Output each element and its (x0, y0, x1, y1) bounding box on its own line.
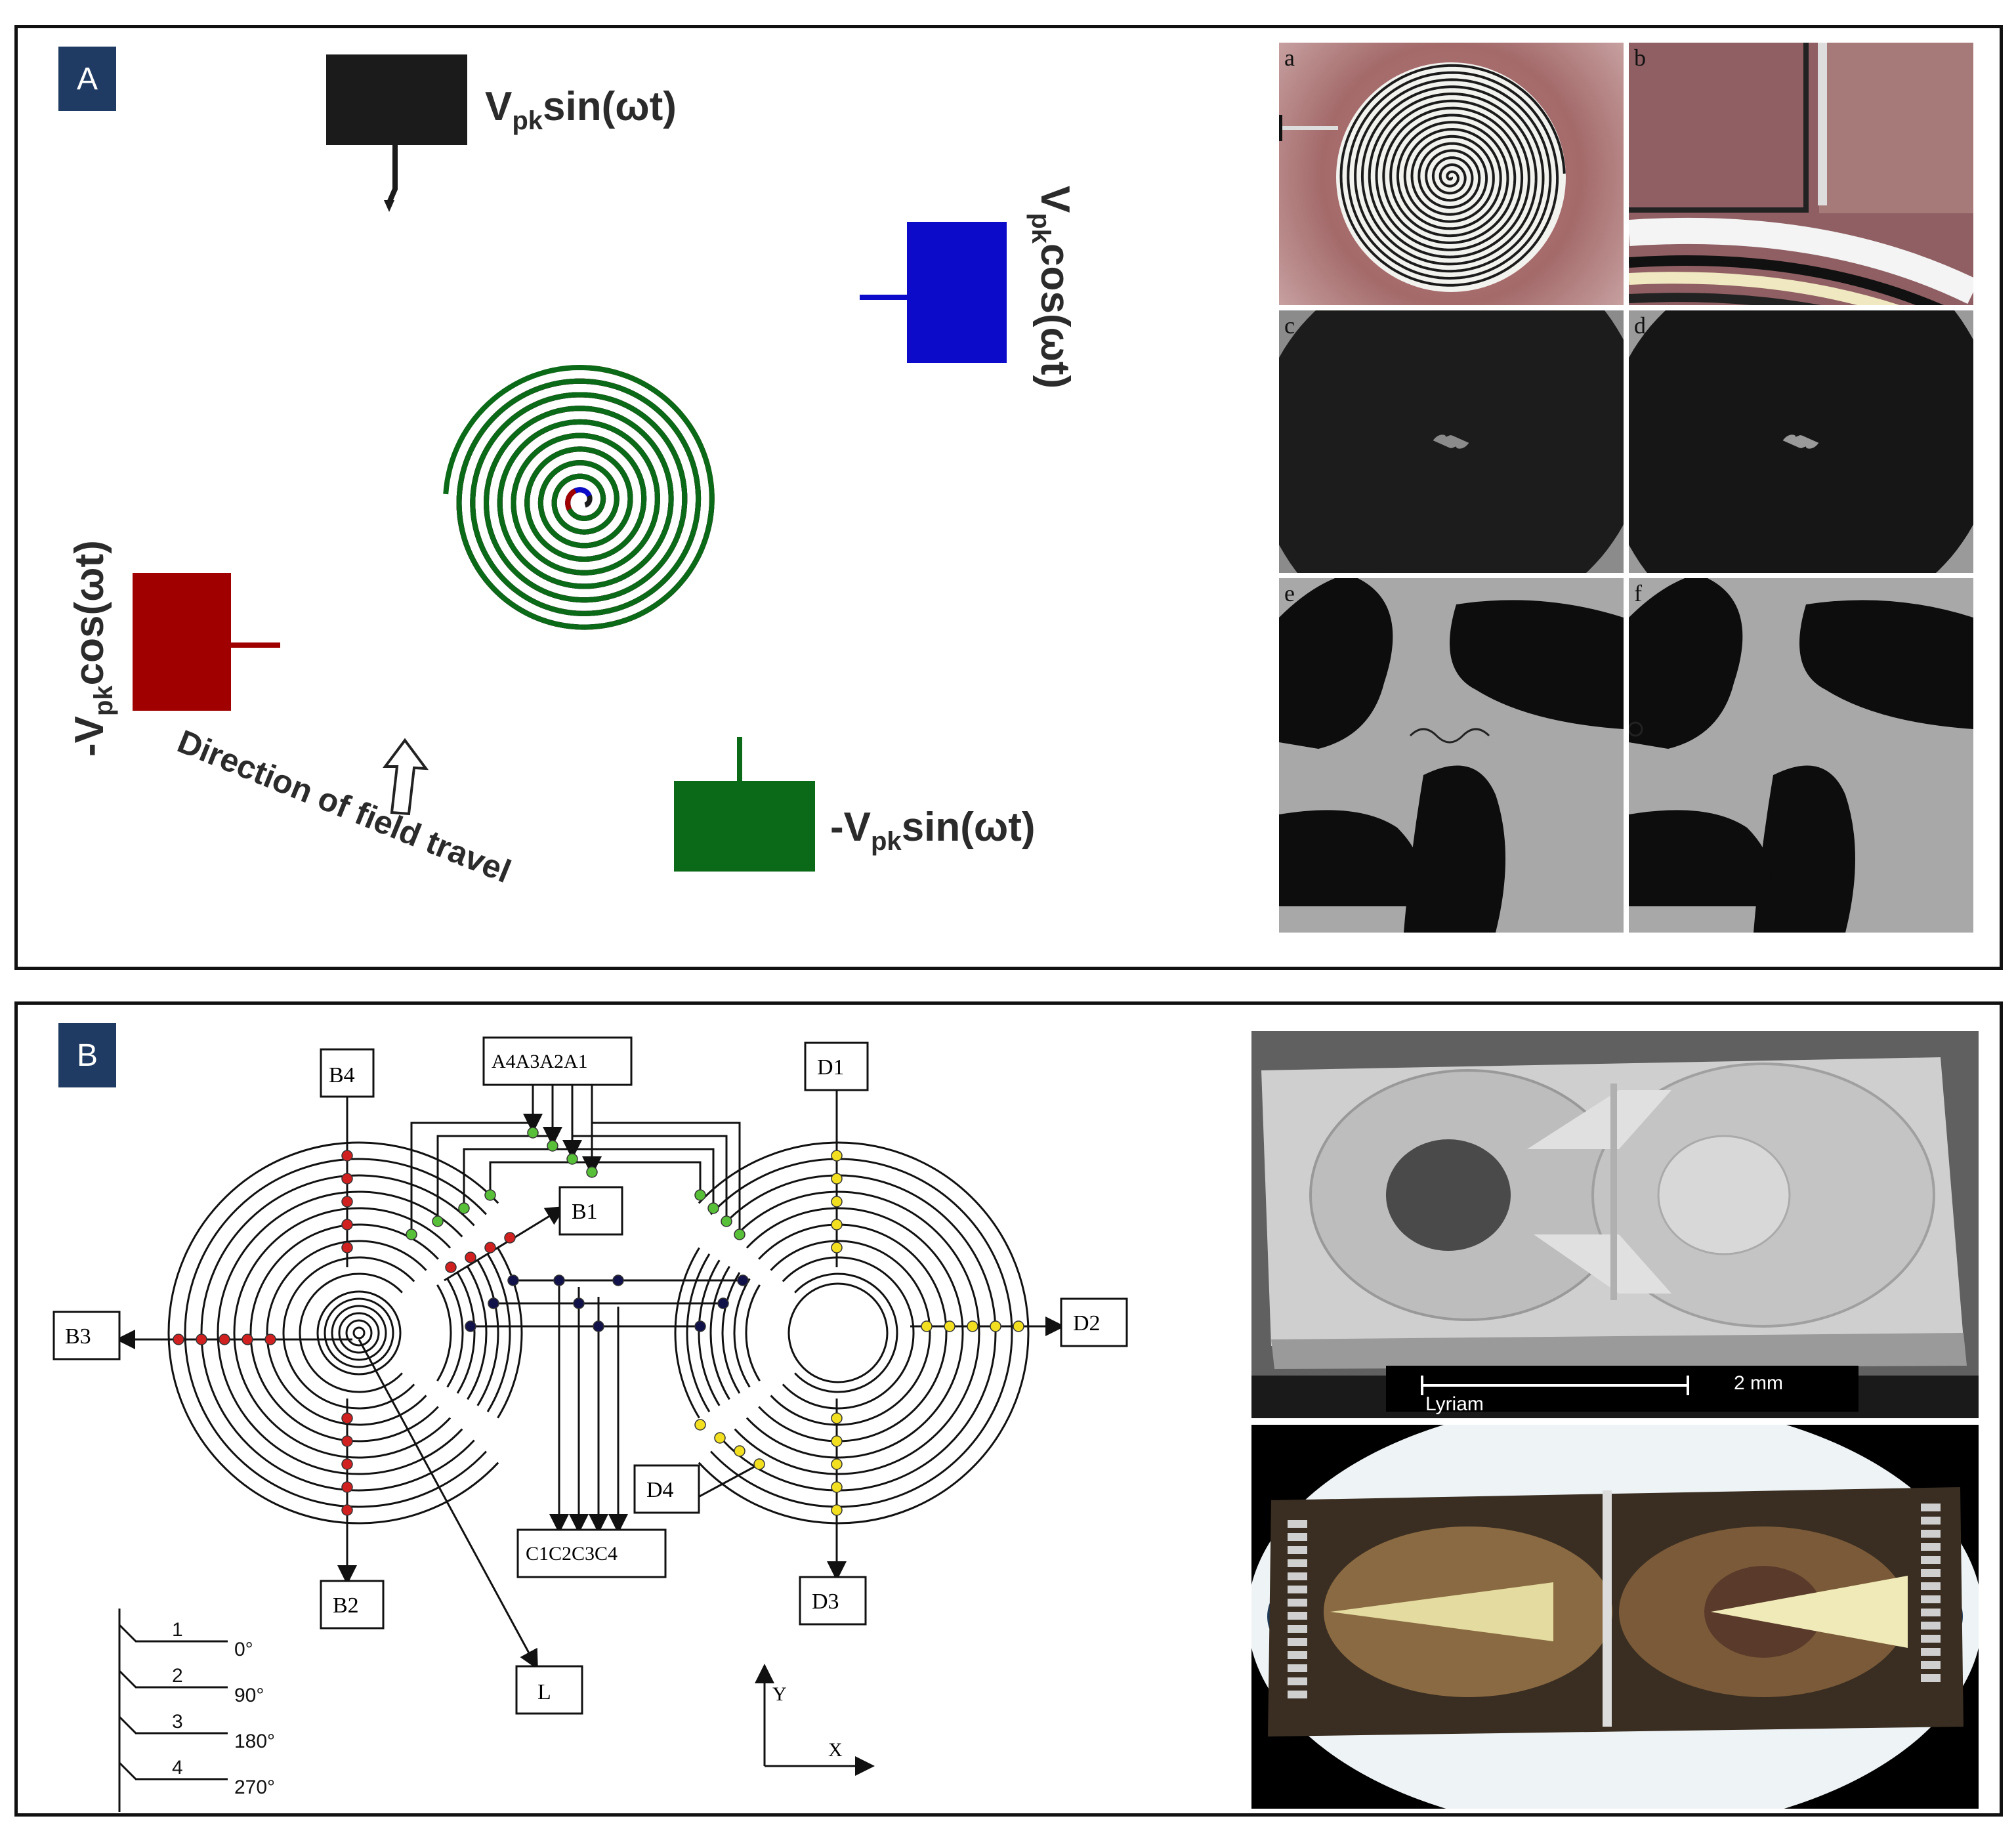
subpanel-label-f: f (1634, 580, 1642, 606)
sin-electrode-box (326, 54, 467, 145)
svg-text:A4A3A2A1: A4A3A2A1 (492, 1051, 588, 1072)
box-a-group: A4A3A2A1 (482, 1036, 633, 1086)
phase-angle-1: 0° (234, 1639, 253, 1660)
panel-b-badge: B (58, 1023, 116, 1087)
photo-e-electrode-center: e (1279, 578, 1624, 933)
subpanel-label-a: a (1284, 45, 1295, 71)
subpanel-label-c: c (1284, 312, 1295, 339)
neg-sin-electrode-box (674, 781, 815, 872)
phase-num-1: 1 (172, 1619, 183, 1641)
svg-text:B1: B1 (572, 1200, 598, 1224)
photo-a-spiral-chip: a (1279, 43, 1624, 305)
neg-cos-label: -Vpkcos(ωt) (67, 540, 118, 757)
phase-angle-2: 90° (234, 1685, 264, 1706)
phase-num-4: 4 (172, 1757, 183, 1778)
photo-b-electrode-closeup: b (1629, 43, 1973, 305)
sin-label: Vpksin(ωt) (485, 84, 677, 135)
box-b3: B3 (52, 1311, 121, 1360)
box-d4: D4 (633, 1464, 700, 1514)
scale-bar-label: 2 mm (1734, 1372, 1783, 1394)
panel-a-badge: A (58, 47, 116, 111)
svg-text:D2: D2 (1073, 1311, 1101, 1336)
box-d1: D1 (804, 1042, 869, 1091)
box-c-group: C1C2C3C4 (516, 1528, 667, 1578)
svg-text:L: L (537, 1680, 551, 1704)
optical-photo-device (1251, 1425, 1979, 1809)
box-d3: D3 (799, 1576, 867, 1626)
photo-f-electrode-center: f (1629, 578, 1973, 933)
direction-arrow-icon (383, 738, 429, 816)
sem-photo-device: 2 mm Lyriam (1251, 1031, 1979, 1418)
phase-num-3: 3 (172, 1711, 183, 1733)
svg-text:B2: B2 (333, 1593, 359, 1618)
xy-axes (755, 1664, 875, 1776)
subpanel-label-b: b (1634, 45, 1646, 71)
phase-angle-3: 180° (234, 1731, 275, 1752)
scale-bar-credit: Lyriam (1425, 1393, 1484, 1415)
panel-a: A Vpksin(ωt) Vpkcos(ωt) -Vpkcos(ωt) -Vpk… (14, 25, 2003, 970)
svg-text:D4: D4 (646, 1478, 674, 1502)
neg-sin-label: -Vpksin(ωt) (830, 805, 1036, 856)
svg-text:B4: B4 (329, 1063, 355, 1087)
phase-legend (118, 1609, 228, 1812)
box-b2: B2 (320, 1580, 385, 1630)
svg-text:D1: D1 (817, 1055, 845, 1080)
spiral-arm-neg-sin (443, 364, 715, 630)
neg-cos-electrode-box (133, 573, 231, 711)
svg-text:D3: D3 (812, 1589, 839, 1614)
electrode-array-schematic: B4 A4A3A2A1 D1 B1 B3 D2 D4 C1C2C3C4 (52, 1036, 1128, 1812)
panel-b: B B4 A4A3A2A1 D1 B1 B3 (14, 1001, 2003, 1817)
subpanel-label-d: d (1634, 312, 1646, 339)
svg-text:C1C2C3C4: C1C2C3C4 (526, 1543, 618, 1565)
phase-angle-4: 270° (234, 1777, 275, 1798)
y-axis-label: Y (772, 1683, 787, 1705)
direction-label: Direction of field travel (173, 723, 516, 890)
phase-num-2: 2 (172, 1665, 183, 1687)
box-b1: B1 (558, 1186, 623, 1236)
svg-text:B3: B3 (65, 1324, 91, 1349)
x-axis-label: X (828, 1739, 843, 1761)
box-l: L (515, 1665, 583, 1715)
subpanel-label-e: e (1284, 580, 1295, 606)
photo-d-spiral-micrograph: d (1629, 310, 1973, 573)
box-b4: B4 (320, 1048, 375, 1098)
twt-spiral-electrode-diagram: Vpksin(ωt) Vpkcos(ωt) -Vpkcos(ωt) -Vpksi… (67, 54, 1078, 890)
cos-electrode-box (907, 222, 1007, 363)
photo-c-spiral-micrograph: c (1279, 310, 1624, 573)
cos-label: Vpkcos(ωt) (1026, 186, 1078, 389)
box-d2: D2 (1060, 1297, 1128, 1347)
